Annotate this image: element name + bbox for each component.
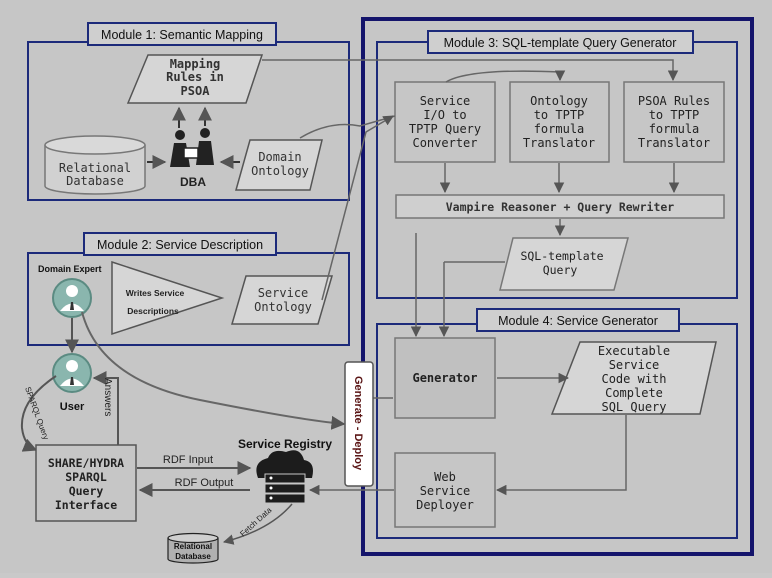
web-deployer-line2: Service bbox=[420, 484, 471, 498]
ontology-tptp-box bbox=[509, 81, 610, 163]
service-ontology-line1: Service bbox=[258, 286, 309, 300]
module-4-title-box bbox=[476, 308, 680, 332]
share-hydra-line1: SHARE/HYDRA bbox=[48, 456, 124, 470]
dba-label: DBA bbox=[180, 175, 206, 189]
arrow-expert-to-generate bbox=[81, 311, 346, 430]
relational-database-icon bbox=[44, 135, 146, 195]
web-deployer-line1: Web bbox=[434, 470, 456, 484]
sparql-query-label: SPARQL Query bbox=[23, 386, 50, 441]
share-hydra-line4: Interface bbox=[55, 498, 117, 512]
small-database-icon bbox=[167, 532, 219, 564]
relational-db-line2: Database bbox=[66, 174, 124, 188]
relational-db-line1: Relational bbox=[59, 161, 131, 175]
module-1-title-box bbox=[87, 22, 277, 46]
arrow-sparql-query bbox=[20, 375, 57, 452]
connector-domain-ontology bbox=[299, 115, 396, 139]
vampire-label: Vampire Reasoner + Query Rewriter bbox=[446, 200, 675, 214]
executable-line5: SQL Query bbox=[601, 400, 666, 414]
arrow-answers bbox=[92, 371, 119, 445]
service-io-line3: TPTP Query bbox=[409, 122, 481, 136]
arrow-executable-to-deployer bbox=[495, 415, 627, 496]
module-3-title-box bbox=[427, 30, 694, 54]
sql-template-line2: Query bbox=[543, 263, 578, 277]
service-ontology-shape bbox=[231, 275, 333, 325]
share-hydra-line2: SPARQL bbox=[65, 470, 107, 484]
sql-template-shape bbox=[499, 237, 629, 291]
domain-expert-label: Domain Expert bbox=[38, 264, 102, 274]
domain-expert-avatar bbox=[52, 278, 92, 318]
ontology-tptp-line2: to TPTP bbox=[534, 108, 585, 122]
psoa-tptp-line1: PSOA Rules bbox=[638, 94, 710, 108]
executable-line1: Executable bbox=[598, 344, 670, 358]
writes-descriptions-shape bbox=[111, 260, 225, 336]
small-db-line2: Database bbox=[175, 552, 211, 561]
answers-label: Answers bbox=[102, 378, 113, 416]
small-db-line1: Relational bbox=[174, 542, 212, 551]
service-ontology-line2: Ontology bbox=[254, 300, 312, 314]
domain-ontology-shape bbox=[235, 139, 323, 191]
dba-icon bbox=[170, 128, 214, 167]
writes-line2: Descriptions bbox=[127, 306, 179, 316]
executable-shape bbox=[550, 341, 717, 415]
psoa-tptp-line3: formula bbox=[649, 122, 700, 136]
arrow-to-ontology-tptp bbox=[445, 70, 566, 83]
module-2-title: Module 2: Service Description bbox=[97, 238, 263, 252]
psoa-tptp-line4: Translator bbox=[638, 136, 710, 150]
fetch-data-label: Fetch Data bbox=[238, 505, 274, 538]
mapping-rules-shape bbox=[126, 54, 264, 104]
psoa-tptp-box bbox=[623, 81, 725, 163]
arrow-fetch-data bbox=[222, 503, 293, 545]
user-avatar bbox=[52, 353, 92, 393]
service-io-box bbox=[394, 81, 496, 163]
rdf-input-label: RDF Input bbox=[163, 454, 213, 466]
service-registry-label: Service Registry bbox=[238, 437, 332, 451]
generator-box bbox=[394, 337, 496, 419]
psoa-tptp-line2: to TPTP bbox=[649, 108, 700, 122]
service-registry-icon bbox=[256, 450, 313, 504]
rdf-output-label: RDF Output bbox=[175, 477, 234, 489]
vampire-box bbox=[395, 194, 725, 219]
domain-ontology-line1: Domain bbox=[258, 150, 301, 164]
module-3-title: Module 3: SQL-template Query Generator bbox=[444, 36, 677, 50]
user-label: User bbox=[60, 401, 85, 413]
generate-deploy-label: Generate - Deploy bbox=[352, 376, 364, 471]
ontology-tptp-line1: Ontology bbox=[530, 94, 588, 108]
generator-label: Generator bbox=[412, 371, 477, 385]
arrow-service-ontology-to-io bbox=[321, 115, 394, 301]
arrow-mapping-to-psoa bbox=[262, 59, 679, 82]
mapping-rules-line1: Mapping bbox=[170, 57, 221, 71]
module-4-title: Module 4: Service Generator bbox=[498, 314, 658, 328]
mapping-rules-line3: PSOA bbox=[181, 84, 211, 98]
share-hydra-line3: Query bbox=[69, 484, 104, 498]
module-2-title-box bbox=[83, 232, 277, 256]
mapping-rules-line2: Rules in bbox=[166, 70, 224, 84]
sql-template-line1: SQL-template bbox=[520, 249, 603, 263]
domain-ontology-line2: Ontology bbox=[251, 164, 309, 178]
web-deployer-line3: Deployer bbox=[416, 498, 474, 512]
writes-line1: Writes Service bbox=[126, 288, 185, 298]
module-1-title: Module 1: Semantic Mapping bbox=[101, 28, 263, 42]
ontology-tptp-line4: Translator bbox=[523, 136, 595, 150]
executable-line2: Service bbox=[609, 358, 660, 372]
executable-line3: Code with bbox=[601, 372, 666, 386]
ontology-tptp-line3: formula bbox=[534, 122, 585, 136]
service-io-line2: I/O to bbox=[423, 108, 466, 122]
executable-line4: Complete bbox=[605, 386, 663, 400]
web-deployer-box bbox=[394, 452, 496, 528]
service-io-line1: Service bbox=[420, 94, 471, 108]
share-hydra-box bbox=[35, 444, 137, 522]
generate-deploy-box bbox=[344, 361, 374, 487]
service-io-line4: Converter bbox=[412, 136, 477, 150]
